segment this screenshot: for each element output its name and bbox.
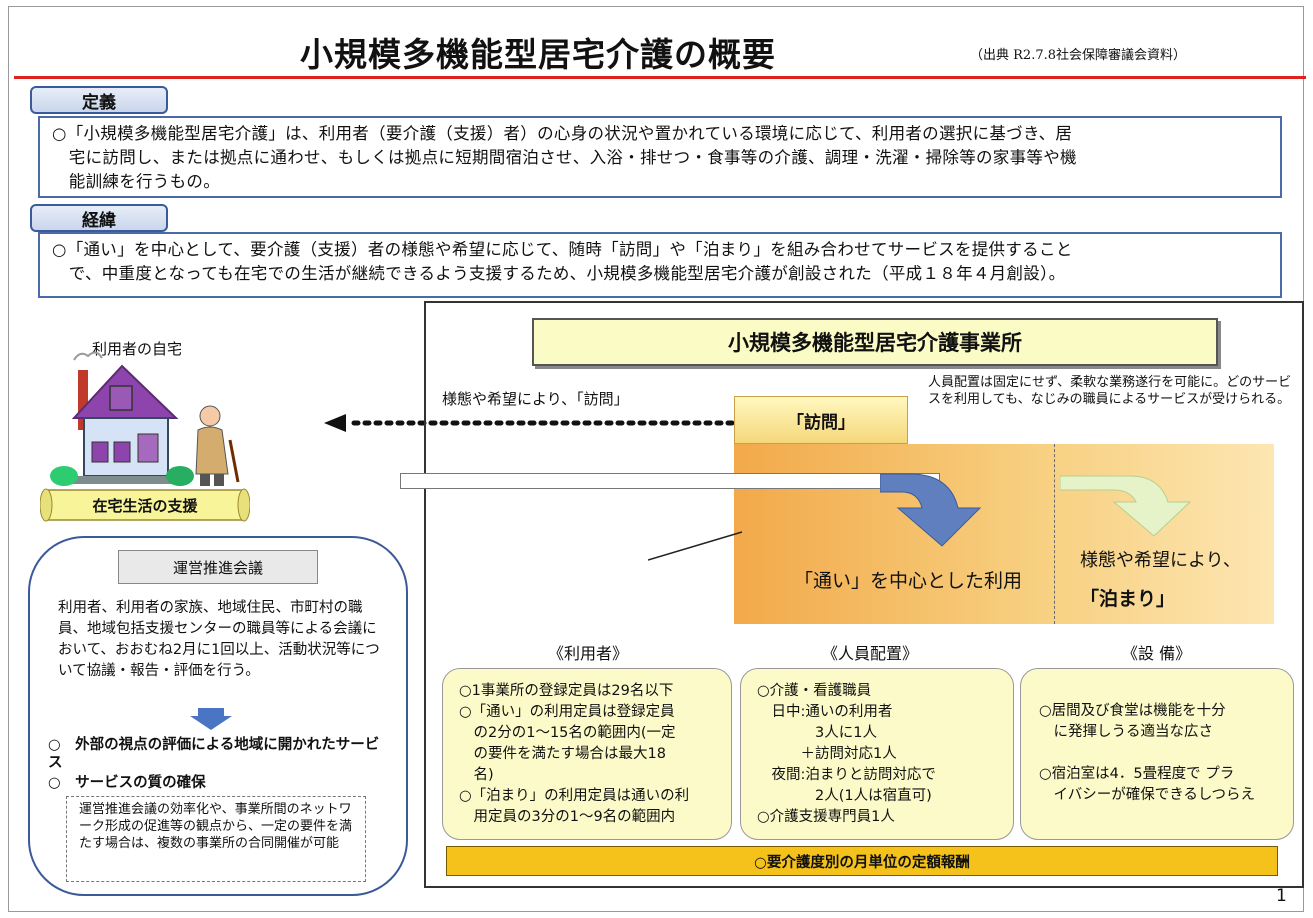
facility-line: [1039, 743, 1283, 764]
council-description: 利用者、利用者の家族、地域住民、市町村の職員、地域包括支援センターの職員等による…: [58, 600, 380, 679]
connector-line: [648, 531, 743, 561]
staff-line: 3人に1人: [757, 725, 877, 741]
users-line: ○1事業所の登録定員は29名以下: [459, 683, 674, 699]
definition-line: 能訓練を行うもの。: [52, 172, 220, 191]
page-number: 1: [1276, 886, 1287, 906]
facility-line: ○宿泊室は4．5畳程度で プラ: [1039, 766, 1235, 782]
source-note: （出典 R2.7.8社会保障審議会資料）: [970, 48, 1186, 63]
facility-card: ○居間及び食堂は機能を十分 に発揮しうる適当な広さ ○宿泊室は4．5畳程度で プ…: [1020, 668, 1294, 840]
staffing-note: 人員配置は固定にせず、柔軟な業務遂行を可能に。どのサービスを利用しても、なじみの…: [928, 375, 1292, 407]
users-heading: 《利用者》: [548, 644, 629, 663]
users-card: ○1事業所の登録定員は29名以下 ○「通い」の利用定員は登録定員 の2分の1～1…: [442, 668, 732, 840]
flow-bar: [400, 473, 940, 489]
day-service-arrow: [880, 473, 982, 547]
users-line: の2分の1～15名の範囲内(一定: [459, 725, 676, 741]
council-panel: [28, 536, 408, 896]
definition-line: ○「小規模多機能型居宅介護」は、利用者（要介護（支援）者）の心身の状況や置かれて…: [52, 124, 1073, 143]
down-arrow-icon: [190, 708, 232, 730]
home-support-label: 在宅生活の支援: [92, 496, 198, 515]
staff-line: ＋訪問対応1人: [757, 746, 897, 762]
facility-line: イバシーが確保できるしつらえ: [1039, 787, 1256, 803]
staff-card: ○介護・看護職員 日中:通いの利用者 3人に1人 ＋訪問対応1人 夜間:泊まりと…: [740, 668, 1014, 840]
history-tag: 経緯: [30, 204, 168, 232]
facility-heading: 《設 備》: [1122, 644, 1192, 663]
staff-line: 日中:通いの利用者: [757, 704, 893, 720]
staff-line: ○介護支援専門員1人: [757, 809, 895, 825]
history-box: ○「通い」を中心として、要介護（支援）者の様態や希望に応じて、随時「訪問」や「泊…: [38, 232, 1282, 298]
home-label: 利用者の自宅: [92, 340, 183, 358]
visit-caption: 様態や希望により、「訪問」: [442, 390, 629, 408]
support-scroll-banner: [40, 488, 250, 522]
definition-tag: 定義: [30, 86, 168, 114]
history-line: で、中重度となっても在宅での生活が継続できるよう支援するため、小規模多機能型居宅…: [52, 264, 1066, 283]
staff-line: 2人(1人は宿直可): [757, 788, 932, 804]
title-underline: [14, 76, 1306, 79]
circle-bullet-icon: ○: [48, 775, 76, 791]
facility-line: に発揮しうる適当な広さ: [1039, 724, 1213, 740]
staff-heading: 《人員配置》: [822, 644, 919, 663]
users-line: 名): [459, 767, 494, 783]
day-service-label: 「通い」を中心とした利用: [794, 570, 1023, 592]
council-bullet-open-evaluation: ○ 外部の視点の評価による地域に開かれたサービス: [48, 736, 388, 772]
facility-line: ○居間及び食堂は機能を十分: [1039, 703, 1226, 719]
fee-bar: ○要介護度別の月単位の定額報酬: [446, 846, 1278, 876]
office-title: 小規模多機能型居宅介護事業所: [532, 318, 1218, 366]
users-line: 用定員の3分の1～9名の範囲内: [459, 809, 676, 825]
stay-label: 「泊まり」: [1080, 588, 1176, 610]
office-panel: [424, 301, 1304, 888]
council-bullet-text: サービスの質の確保: [75, 775, 206, 791]
definition-box: ○「小規模多機能型居宅介護」は、利用者（要介護（支援）者）の心身の状況や置かれて…: [38, 116, 1282, 198]
stay-arrow: [1060, 475, 1192, 537]
stay-caption: 様態や希望により、: [1080, 550, 1241, 571]
users-line: の要件を満たす場合は最大18: [459, 746, 666, 762]
history-line: ○「通い」を中心として、要介護（支援）者の様態や希望に応じて、随時「訪問」や「泊…: [52, 240, 1073, 259]
staff-line: 夜間:泊まりと訪問対応で: [757, 767, 936, 783]
house-illustration: [50, 351, 240, 486]
council-title: 運営推進会議: [118, 550, 318, 584]
council-bullet-quality: ○ サービスの質の確保: [48, 774, 388, 792]
circle-bullet-icon: ○: [48, 737, 76, 753]
users-line: ○「通い」の利用定員は登録定員: [459, 704, 675, 720]
council-bullet-text: 外部の視点の評価による地域に開かれたサービス: [48, 737, 380, 771]
visit-dotted-arrow: [324, 414, 734, 432]
visit-label-box: 「訪問」: [734, 396, 908, 444]
divider-dashed: [1054, 444, 1055, 624]
users-line: ○「泊まり」の利用定員は通いの利: [459, 788, 690, 804]
council-note: 運営推進会議の効率化や、事業所間のネットワーク形成の促進等の観点から、一定の要件…: [66, 796, 366, 882]
definition-line: 宅に訪問し、または拠点に通わせ、もしくは拠点に短期間宿泊させ、入浴・排せつ・食事…: [52, 148, 1077, 167]
page-title: 小規模多機能型居宅介護の概要: [300, 35, 776, 74]
staff-line: ○介護・看護職員: [757, 683, 872, 699]
